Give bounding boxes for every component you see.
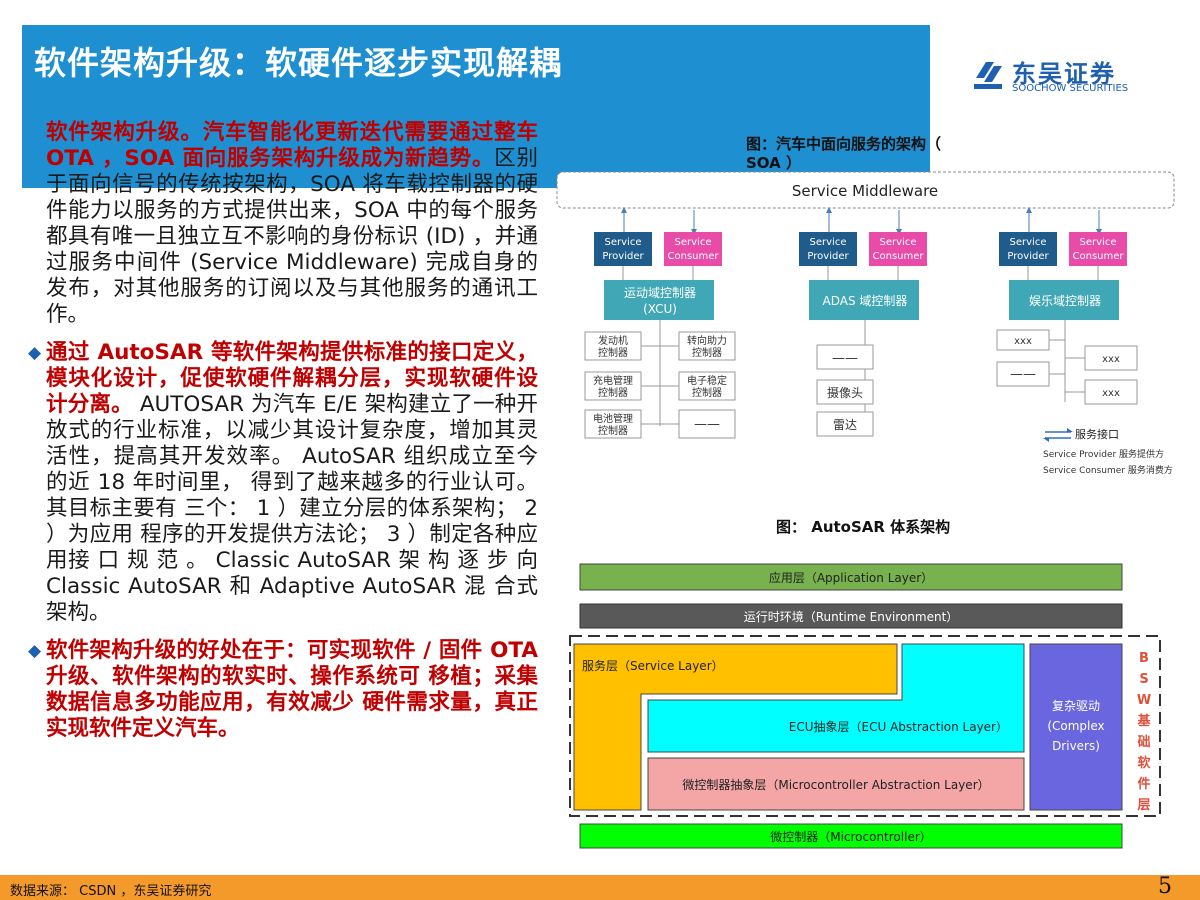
- mcal-layer-label: 微控制器抽象层（Microcontroller Abstraction Laye…: [682, 778, 989, 792]
- autosar-diagram: 应用层（Application Layer） 运行时环境（Runtime Env…: [569, 563, 1161, 849]
- legend-interface: 服务接口: [1075, 428, 1119, 441]
- autosar-caption: 图： AutoSAR 体系架构: [776, 518, 951, 536]
- bsw-label-char: B: [1139, 651, 1149, 666]
- paragraph-benefits: ◆ 软件架构升级的好处在于：可实现软件 / 固件 OTA 升级、软件架构的软实时…: [28, 638, 538, 742]
- service-consumer-label: Service: [1080, 237, 1117, 248]
- cdd-label-3: Drivers): [1052, 739, 1100, 753]
- service-provider-label: Service: [810, 237, 847, 248]
- bsw-boundary: [569, 635, 1161, 817]
- rte-layer-label: 运行时环境（Runtime Environment）: [744, 609, 959, 624]
- bsw-label-char: 基: [1136, 713, 1151, 729]
- service-consumer-box: [1069, 232, 1127, 266]
- paragraph-autosar: ◆ 通过 AutoSAR 等软件架构提供标准的接口定义，模块化设计，促使软硬件解…: [28, 340, 538, 626]
- domain-controller-box: [809, 280, 919, 320]
- logo-text: 东吴证券: [1012, 60, 1116, 88]
- service-provider-label: Service: [1010, 237, 1047, 248]
- domain-controller-label: 娱乐域控制器: [1029, 294, 1101, 308]
- page-number: 5: [1158, 874, 1172, 899]
- soa-diagram: Service Middleware ServiceProviderServic…: [556, 171, 1175, 476]
- rte-layer: [579, 603, 1123, 629]
- service-provider-box: [799, 232, 857, 266]
- ent-child-2: xxx: [1102, 354, 1120, 365]
- legend-provider: Service Provider 服务提供方: [1043, 448, 1164, 460]
- cdd-label-1: 复杂驱动: [1052, 699, 1100, 713]
- bsw-label-char: S: [1139, 672, 1148, 687]
- paragraph-soa: 软件架构升级。汽车智能化更新迭代需要通过整车 OTA ，SOA 面向服务架构升级…: [28, 120, 538, 328]
- data-source: 数据来源： CSDN ，东吴证券研究: [10, 884, 212, 899]
- mcal-layer: [647, 757, 1025, 811]
- adas-child-2: 摄像头: [827, 385, 863, 400]
- cdd-label-2: (Complex: [1047, 719, 1104, 733]
- logo-icon: [974, 62, 1002, 89]
- service-consumer-label: Consumer: [1073, 251, 1125, 262]
- application-layer-label: 应用层（Application Layer）: [769, 570, 933, 585]
- service-consumer-label: Service: [880, 237, 917, 248]
- service-consumer-box: [664, 232, 722, 266]
- middleware-box: [556, 171, 1175, 209]
- bsw-label-char: 础: [1137, 734, 1150, 750]
- bsw-label-char: 件: [1137, 776, 1150, 792]
- xcu-child-1b: 控制器: [598, 346, 628, 359]
- application-layer: [579, 563, 1123, 591]
- adas-child-3: 雷达: [833, 418, 857, 432]
- logo-subtext: SOOCHOW SECURITIES: [1012, 83, 1129, 94]
- adas-child-1: ——: [832, 351, 858, 366]
- service-provider-box: [594, 232, 652, 266]
- service-layer-label: 服务层（Service Layer）: [582, 658, 724, 673]
- title-bar: [22, 25, 930, 100]
- xcu-child-3b: 控制器: [598, 386, 628, 399]
- service-provider-box: [999, 232, 1057, 266]
- page-title: 软件架构升级：软硬件逐步实现解耦: [34, 44, 563, 82]
- ent-child-1: xxx: [1014, 336, 1032, 347]
- microcontroller-layer: [579, 823, 1123, 849]
- service-layer: [573, 643, 898, 811]
- domain-controller-label: ADAS 域控制器: [823, 294, 908, 308]
- bsw-label-char: W: [1137, 693, 1151, 708]
- legend-consumer: Service Consumer 服务消费方: [1043, 464, 1173, 476]
- service-consumer-box: [869, 232, 927, 266]
- footer-bar: [0, 875, 1200, 900]
- xcu-child-4a: 电子稳定: [687, 374, 727, 387]
- xcu-child-2b: 控制器: [692, 346, 722, 359]
- xcu-child-1a: 发动机: [598, 334, 628, 347]
- xcu-child-2a: 转向助力: [687, 334, 727, 347]
- ecu-abstraction-layer: [647, 643, 1025, 753]
- xcu-child-5a: 电池管理: [593, 412, 633, 425]
- xcu-child-5b: 控制器: [598, 424, 628, 437]
- paragraph-highlight: 软件架构升级的好处在于：可实现软件 / 固件 OTA 升级、软件架构的软实时、操…: [46, 638, 538, 741]
- service-provider-label: Provider: [1007, 251, 1049, 262]
- domain-controller-label: (XCU): [643, 302, 677, 316]
- service-provider-label: Provider: [807, 251, 849, 262]
- microcontroller-label: 微控制器（Microcontroller）: [770, 830, 932, 844]
- domain-controller-box: [604, 280, 714, 320]
- paragraph-highlight: 通过 AutoSAR 等软件架构提供标准的接口定义，模块化设计，促使软硬件解耦分…: [46, 340, 538, 417]
- paragraph-text: AUTOSAR 为汽车 E/E 架构建立了一种开放式的行业标准，以减少其设计复杂…: [46, 392, 538, 625]
- ent-child-4: xxx: [1102, 388, 1120, 399]
- bullet-diamond-icon: ◆: [28, 343, 42, 363]
- bsw-label-char: 层: [1137, 798, 1150, 813]
- service-provider-label: Provider: [602, 251, 644, 262]
- xcu-child-4b: 控制器: [692, 386, 722, 399]
- xcu-child-6: ——: [694, 417, 720, 432]
- service-consumer-label: Consumer: [668, 251, 720, 262]
- domain-controller-box: [1009, 280, 1119, 320]
- xcu-child-3a: 充电管理: [593, 374, 633, 387]
- domain-controller-label: 运动域控制器: [624, 286, 696, 300]
- service-consumer-label: Service: [675, 237, 712, 248]
- complex-drivers: [1029, 643, 1123, 811]
- service-provider-label: Service: [605, 237, 642, 248]
- paragraph-highlight: 软件架构升级。汽车智能化更新迭代需要通过整车 OTA ，SOA 面向服务架构升级…: [46, 120, 538, 171]
- ecu-layer-label: ECU抽象层（ECU Abstraction Layer）: [789, 720, 1008, 734]
- soa-caption: 图：汽车中面向服务的架构（ SOA ）: [746, 135, 942, 172]
- bsw-label-char: 软: [1137, 755, 1150, 771]
- ent-child-3: ——: [1010, 367, 1036, 382]
- body-text: 软件架构升级。汽车智能化更新迭代需要通过整车 OTA ，SOA 面向服务架构升级…: [28, 120, 538, 754]
- bullet-diamond-icon: ◆: [28, 641, 42, 661]
- middleware-label: Service Middleware: [792, 182, 938, 200]
- paragraph-text: 区别于面向信号的传统按架构，SOA 将车载控制器的硬件能力以服务的方式提供出来，…: [46, 146, 538, 327]
- service-consumer-label: Consumer: [873, 251, 925, 262]
